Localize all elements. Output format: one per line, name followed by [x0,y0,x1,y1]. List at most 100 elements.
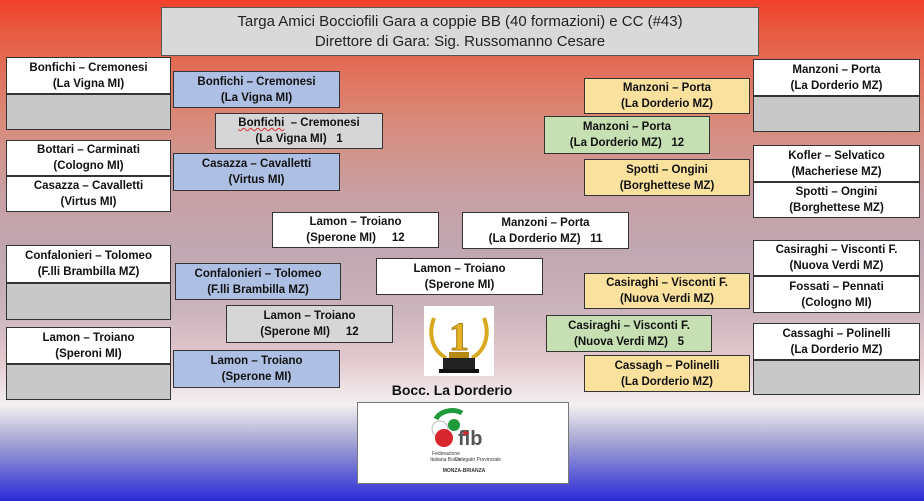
team-name: Lamon – Troiano [7,330,170,346]
team-club: (Cologno MI) [754,295,919,311]
fib-logo-icon: fib Federazione Italiana Bocce Delegato … [358,403,568,483]
team-club-score: (La Dorderio MZ) 11 [463,231,628,247]
left-r2-confalonieri-tolomeo: Confalonieri – Tolomeo (F.lli Brambilla … [175,263,341,300]
left-r1-empty-slot [6,364,171,400]
team-club-score: (Sperone MI) 12 [227,324,392,340]
team-club: (Nuova Verdi MZ) [754,258,919,274]
team-name: Lamon – Troiano [174,353,339,369]
team-name: Manzoni – Porta [463,215,628,231]
team-name: Spotti – Ongini [585,162,749,178]
team-club: (Borghettese MZ) [754,200,919,216]
team-name: Cassaghi – Polinelli [754,326,919,342]
tournament-title: Targa Amici Bocciofili Gara a coppie BB … [161,7,759,56]
team-name: Kofler – Selvatico [754,148,919,164]
right-r1-empty-slot [753,96,920,132]
score: 11 [590,233,602,245]
right-r3-manzoni-porta: Manzoni – Porta (La Dorderio MZ) 12 [544,116,710,154]
fib-logo: fib Federazione Italiana Bocce Delegato … [357,402,569,484]
left-r1-casazza-cavalletti: Casazza – Cavalletti (Virtus MI) [6,176,171,212]
team-club: (La Dorderio MZ) [585,96,749,112]
team-club-score: (Nuova Verdi MZ) 5 [547,334,711,350]
team-name: Casiraghi – Visconti F. [754,242,919,258]
logo-line-3: Delegato Provinciale [455,457,501,463]
team-surname: Bonfichi [238,117,284,129]
team-club: (Virtus MI) [174,172,339,188]
team-club: (Sperone MI) [260,326,330,338]
team-club: (Sperone MI) [306,232,376,244]
team-name: Lamon – Troiano [273,214,438,230]
team-club-score: (La Dorderio MZ) 12 [545,135,709,151]
team-name: Bonfichi – Cremonesi [7,60,170,76]
team-name: Confalonieri – Tolomeo [7,248,170,264]
team-name: Casazza – Cavalletti [174,156,339,172]
team-name: Cassagh – Polinelli [585,358,749,374]
team-name: Bottari – Carminati [7,142,170,158]
left-r3-lamon-troiano: Lamon – Troiano (Sperone MI) 12 [226,305,393,343]
right-r1-fossati-pennati: Fossati – Pennati (Cologno MI) [753,276,920,313]
team-club-score: (La Vigna MI) 1 [216,131,382,147]
right-r2-spotti-ongini: Spotti – Ongini (Borghettese MZ) [584,159,750,196]
team-name: Fossati – Pennati [754,279,919,295]
right-r2-cassagh-polinelli: Cassagh – Polinelli (La Dorderio MZ) [584,355,750,392]
left-r1-empty-slot [6,283,171,320]
title-line-1: Targa Amici Bocciofili Gara a coppie BB … [162,12,758,32]
team-club: (Sperone MI) [377,277,542,293]
right-r2-manzoni-porta: Manzoni – Porta (La Dorderio MZ) [584,78,750,114]
left-r1-bottari-carminati: Bottari – Carminati (Cologno MI) [6,140,171,176]
left-r2-casazza-cavalletti: Casazza – Cavalletti (Virtus MI) [173,153,340,191]
right-r1-manzoni-porta: Manzoni – Porta (La Dorderio MZ) [753,59,920,96]
team-club: (La Dorderio MZ) [489,233,581,245]
team-club: (Sperone MI) [174,369,339,385]
left-r1-empty-slot [6,94,171,130]
team-name: Casiraghi – Visconti F. [585,275,749,291]
team-club: (Speroni MI) [7,346,170,362]
left-r3-bonfichi-cremonesi: Bonfichi – Cremonesi (La Vigna MI) 1 [215,113,383,149]
semi-right: Manzoni – Porta (La Dorderio MZ) 11 [462,212,629,249]
team-club: (Virtus MI) [7,194,170,210]
team-name: Lamon – Troiano [377,261,542,277]
right-r3-casiraghi-visconti: Casiraghi – Visconti F. (Nuova Verdi MZ)… [546,315,712,352]
team-club-score: (Sperone MI) 12 [273,230,438,246]
team-club: (La Vigna MI) [174,90,339,106]
team-name: Bonfichi – Cremonesi [216,115,382,131]
left-r2-lamon-troiano: Lamon – Troiano (Sperone MI) [173,350,340,388]
team-club: (F.lli Brambilla MZ) [7,264,170,280]
team-club: (Macheriese MZ) [754,164,919,180]
score: 12 [346,326,359,338]
organizer-club: Bocc. La Dorderio [352,382,552,398]
score: 5 [678,336,684,348]
team-name: Lamon – Troiano [227,308,392,324]
score: 12 [392,232,405,244]
team-name: Bonfichi – Cremonesi [174,74,339,90]
team-club: (La Dorderio MZ) [754,342,919,358]
semi-left: Lamon – Troiano (Sperone MI) 12 [272,212,439,248]
team-name: Manzoni – Porta [545,119,709,135]
right-r1-spotti-ongini: Spotti – Ongini (Borghettese MZ) [753,182,920,218]
team-club: (La Vigna MI) [255,133,326,145]
team-name: Casiraghi – Visconti F. [547,318,711,334]
left-r2-bonfichi-cremonesi: Bonfichi – Cremonesi (La Vigna MI) [173,71,340,108]
right-r2-casiraghi-visconti: Casiraghi – Visconti F. (Nuova Verdi MZ) [584,273,750,309]
team-club: (La Dorderio MZ) [570,137,662,149]
left-r1-bonfichi-cremonesi: Bonfichi – Cremonesi (La Vigna MI) [6,57,171,94]
team-name: Confalonieri – Tolomeo [176,266,340,282]
team-name: Casazza – Cavalletti [7,178,170,194]
right-r1-kofler-selvatico: Kofler – Selvatico (Macheriese MZ) [753,145,920,182]
team-club: (Nuova Verdi MZ) [585,291,749,307]
logo-wordmark: fib [458,428,482,450]
score: 12 [671,137,684,149]
team-club: (Cologno MI) [7,158,170,174]
title-line-2: Direttore di Gara: Sig. Russomanno Cesar… [162,32,758,52]
right-r1-casiraghi-visconti: Casiraghi – Visconti F. (Nuova Verdi MZ) [753,240,920,276]
final-winner: Lamon – Troiano (Sperone MI) [376,258,543,295]
team-club: (Borghettese MZ) [585,178,749,194]
right-r1-cassaghi-polinelli: Cassaghi – Polinelli (La Dorderio MZ) [753,323,920,360]
trophy-icon: 1 [424,306,494,376]
team-rest: – Cremonesi [291,117,360,129]
team-club: (F.lli Brambilla MZ) [176,282,340,298]
team-club: (La Dorderio MZ) [585,374,749,390]
team-name: Manzoni – Porta [754,62,919,78]
team-name: Spotti – Ongini [754,184,919,200]
left-r1-confalonieri-tolomeo: Confalonieri – Tolomeo (F.lli Brambilla … [6,245,171,283]
score: 1 [336,133,342,145]
